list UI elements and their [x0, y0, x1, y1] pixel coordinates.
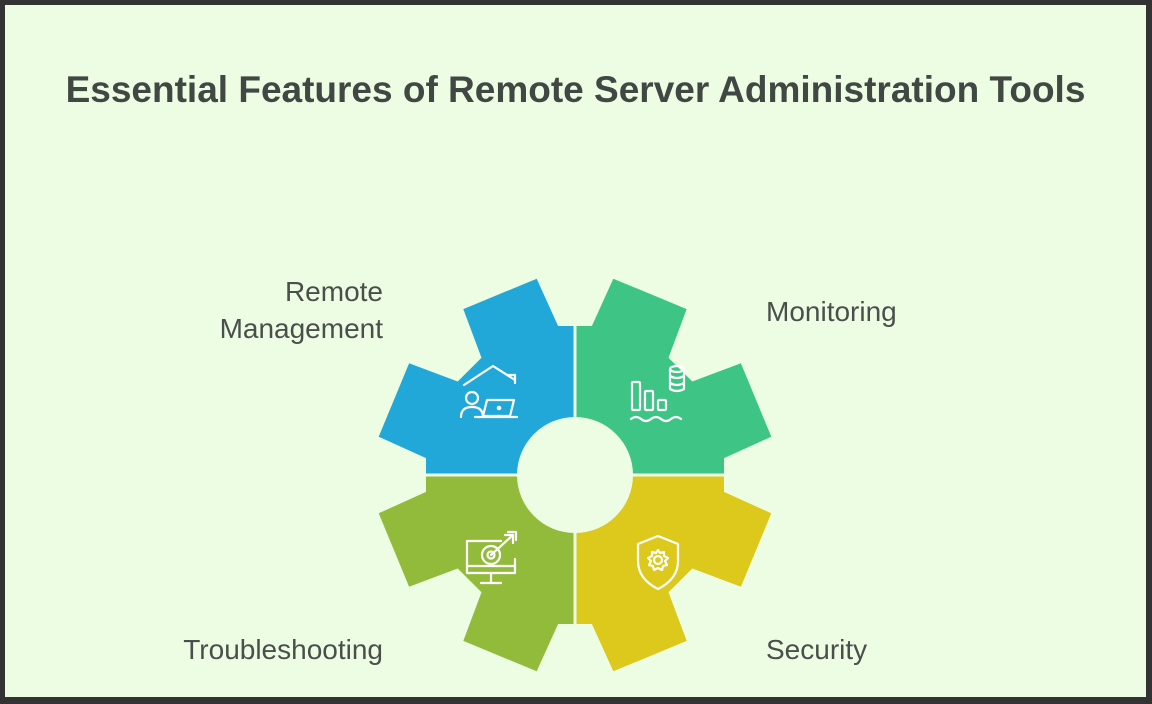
label-remote-management: Remote Management	[219, 276, 383, 344]
infographic-canvas: Essential Features of Remote Server Admi…	[5, 5, 1146, 697]
gear-center-hole	[517, 417, 633, 533]
label-troubleshooting: Troubleshooting	[183, 634, 383, 665]
gear-diagram	[360, 265, 790, 695]
label-security: Security	[766, 634, 868, 665]
label-monitoring: Monitoring	[766, 296, 897, 327]
shield-gear-icon	[636, 534, 680, 591]
monitor-target-icon	[465, 530, 518, 585]
remote-work-icon	[459, 364, 519, 419]
page-title: Essential Features of Remote Server Admi…	[65, 69, 1086, 110]
database-chart-icon	[629, 364, 686, 423]
gear-segment-security	[575, 475, 772, 672]
